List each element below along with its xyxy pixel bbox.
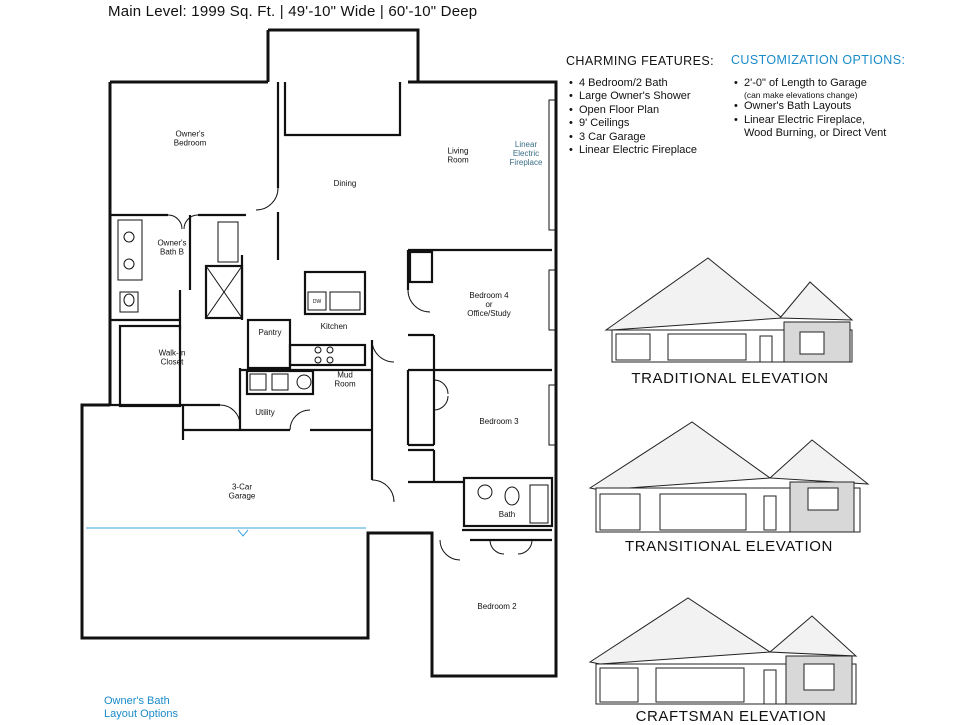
owners-bath-layout-link[interactable]: Owner's Bath Layout Options: [104, 695, 178, 720]
door-swings: [167, 187, 533, 561]
feature-item: Large Owner's Shower: [567, 90, 697, 104]
feature-item: Open Floor Plan: [567, 104, 697, 118]
option-arrow-icon: [237, 529, 249, 537]
room-label-utility: Utility: [255, 408, 275, 417]
elevation-craftsman: [588, 597, 858, 705]
customization-item: 2'-0" of Length to Garage: [732, 77, 886, 91]
customization-list: 2'-0" of Length to Garage (can make elev…: [732, 77, 886, 141]
customization-note: (can make elevations change): [744, 90, 858, 101]
room-label-pantry: Pantry: [258, 328, 281, 337]
customization-item: Linear Electric Fireplace,: [732, 114, 886, 128]
feature-item: 3 Car Garage: [567, 131, 697, 145]
room-label-bath: Bath: [499, 510, 515, 519]
room-label-bedroom-3: Bedroom 3: [479, 417, 519, 426]
dishwasher-label: DW: [313, 299, 322, 305]
elevation-label-craftsman: CRAFTSMAN ELEVATION: [635, 708, 827, 725]
customization-title: CUSTOMIZATION OPTIONS:: [731, 53, 906, 67]
features-title: CHARMING FEATURES:: [566, 54, 714, 68]
feature-item: Linear Electric Fireplace: [567, 144, 697, 158]
windows: [548, 99, 556, 446]
elevation-label-transitional: TRANSITIONAL ELEVATION: [625, 538, 833, 555]
room-label-bedroom-2: Bedroom 2: [477, 602, 517, 611]
room-label-kitchen: Kitchen: [321, 322, 348, 331]
feature-item: 9' Ceilings: [567, 117, 697, 131]
room-label-dining: Dining: [334, 179, 357, 188]
fixtures: [117, 219, 549, 524]
customization-item: Owner's Bath Layouts: [732, 100, 886, 114]
features-list: 4 Bedroom/2 Bath Large Owner's Shower Op…: [567, 77, 697, 158]
feature-item: 4 Bedroom/2 Bath: [567, 77, 697, 91]
plan-title: Main Level: 1999 Sq. Ft. | 49'-10" Wide …: [108, 3, 478, 20]
interior-walls: [80, 82, 554, 638]
customization-item-cont: Wood Burning, or Direct Vent: [744, 127, 887, 140]
elevation-label-traditional: TRADITIONAL ELEVATION: [631, 370, 829, 387]
elevation-transitional: [588, 421, 870, 533]
elevation-traditional: [604, 257, 854, 363]
